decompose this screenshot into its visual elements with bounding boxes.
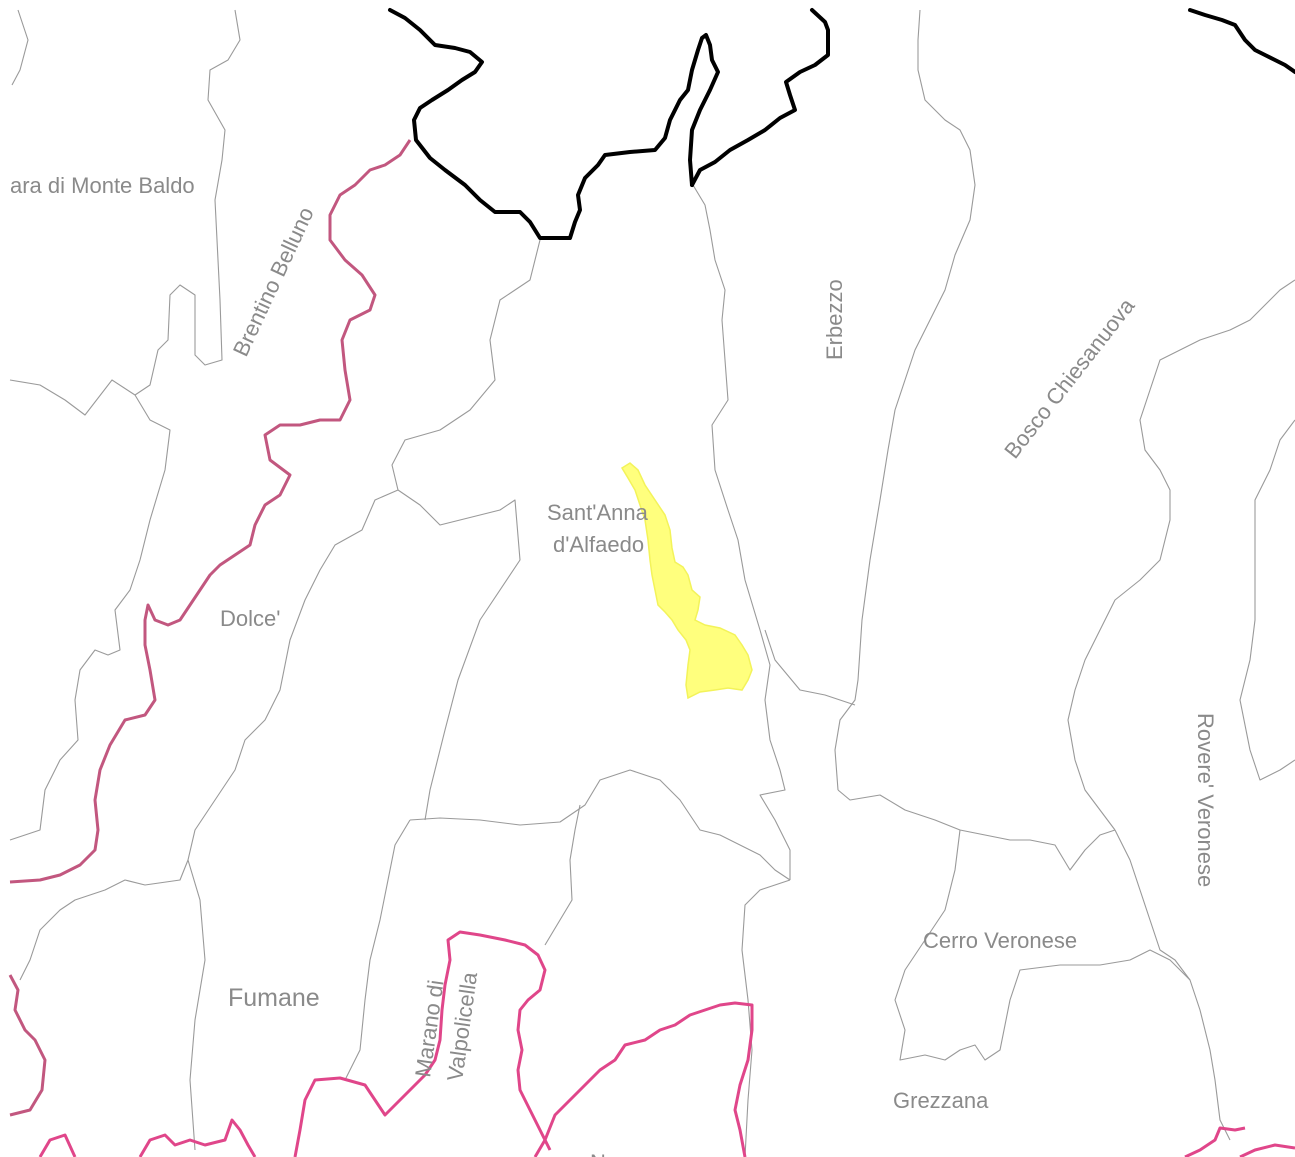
regional-border-north-1: [388, 8, 720, 240]
boundary-fumane-marano: [344, 819, 411, 1081]
regional-border-northeast: [1188, 8, 1295, 74]
label-grezzana[interactable]: Grezzana: [893, 1088, 989, 1113]
label-rovere-veronese[interactable]: Rovere' Veronese: [1193, 713, 1218, 887]
label-ferrara-di-monte-baldo[interactable]: ara di Monte Baldo: [10, 173, 195, 198]
boundary-santanna-erbezzo: [689, 179, 791, 880]
boundary-cerro-north: [837, 789, 1116, 871]
label-cerro-veronese[interactable]: Cerro Veronese: [923, 928, 1077, 953]
boundary-erbezzo-south: [764, 629, 856, 706]
label-fumane[interactable]: Fumane: [228, 984, 320, 1012]
provincial-border-southwest: [8, 974, 47, 1117]
provincial-border-south: [38, 930, 754, 1157]
label-santanna-line1[interactable]: Sant'Anna: [547, 500, 649, 525]
boundary-rovere-east: [1239, 419, 1295, 781]
provincial-border-southeast: [1184, 1126, 1295, 1157]
label-santanna-line2[interactable]: d'Alfaedo: [553, 532, 644, 557]
boundary-west-edge: [11, 9, 29, 86]
label-erbezzo[interactable]: Erbezzo: [822, 279, 847, 360]
boundary-brentino-dolce: [9, 394, 171, 841]
label-negrar-partial[interactable]: N: [590, 1150, 606, 1157]
boundary-bosco-rovere: [1067, 279, 1295, 831]
boundary-erbezzo-bosco: [834, 9, 976, 791]
boundary-ferrara-brentino: [9, 9, 241, 416]
regional-border-north-2: [690, 8, 830, 187]
boundary-marano-negrar: [544, 804, 581, 946]
boundary-dolce-west: [19, 489, 399, 981]
boundary-fumane-west: [187, 859, 206, 1151]
provincial-border-west: [9, 139, 412, 884]
boundary-rovere-cerro: [1114, 829, 1191, 981]
highlighted-area-santanna[interactable]: [620, 462, 753, 700]
boundary-dolce-east: [391, 239, 541, 821]
municipal-boundaries: [9, 9, 1295, 1157]
boundary-negrar-east: [741, 879, 791, 1157]
label-dolce[interactable]: Dolce': [220, 606, 280, 631]
boundary-cerro-grezzana: [894, 829, 1231, 1141]
boundary-marano-north: [409, 769, 791, 881]
